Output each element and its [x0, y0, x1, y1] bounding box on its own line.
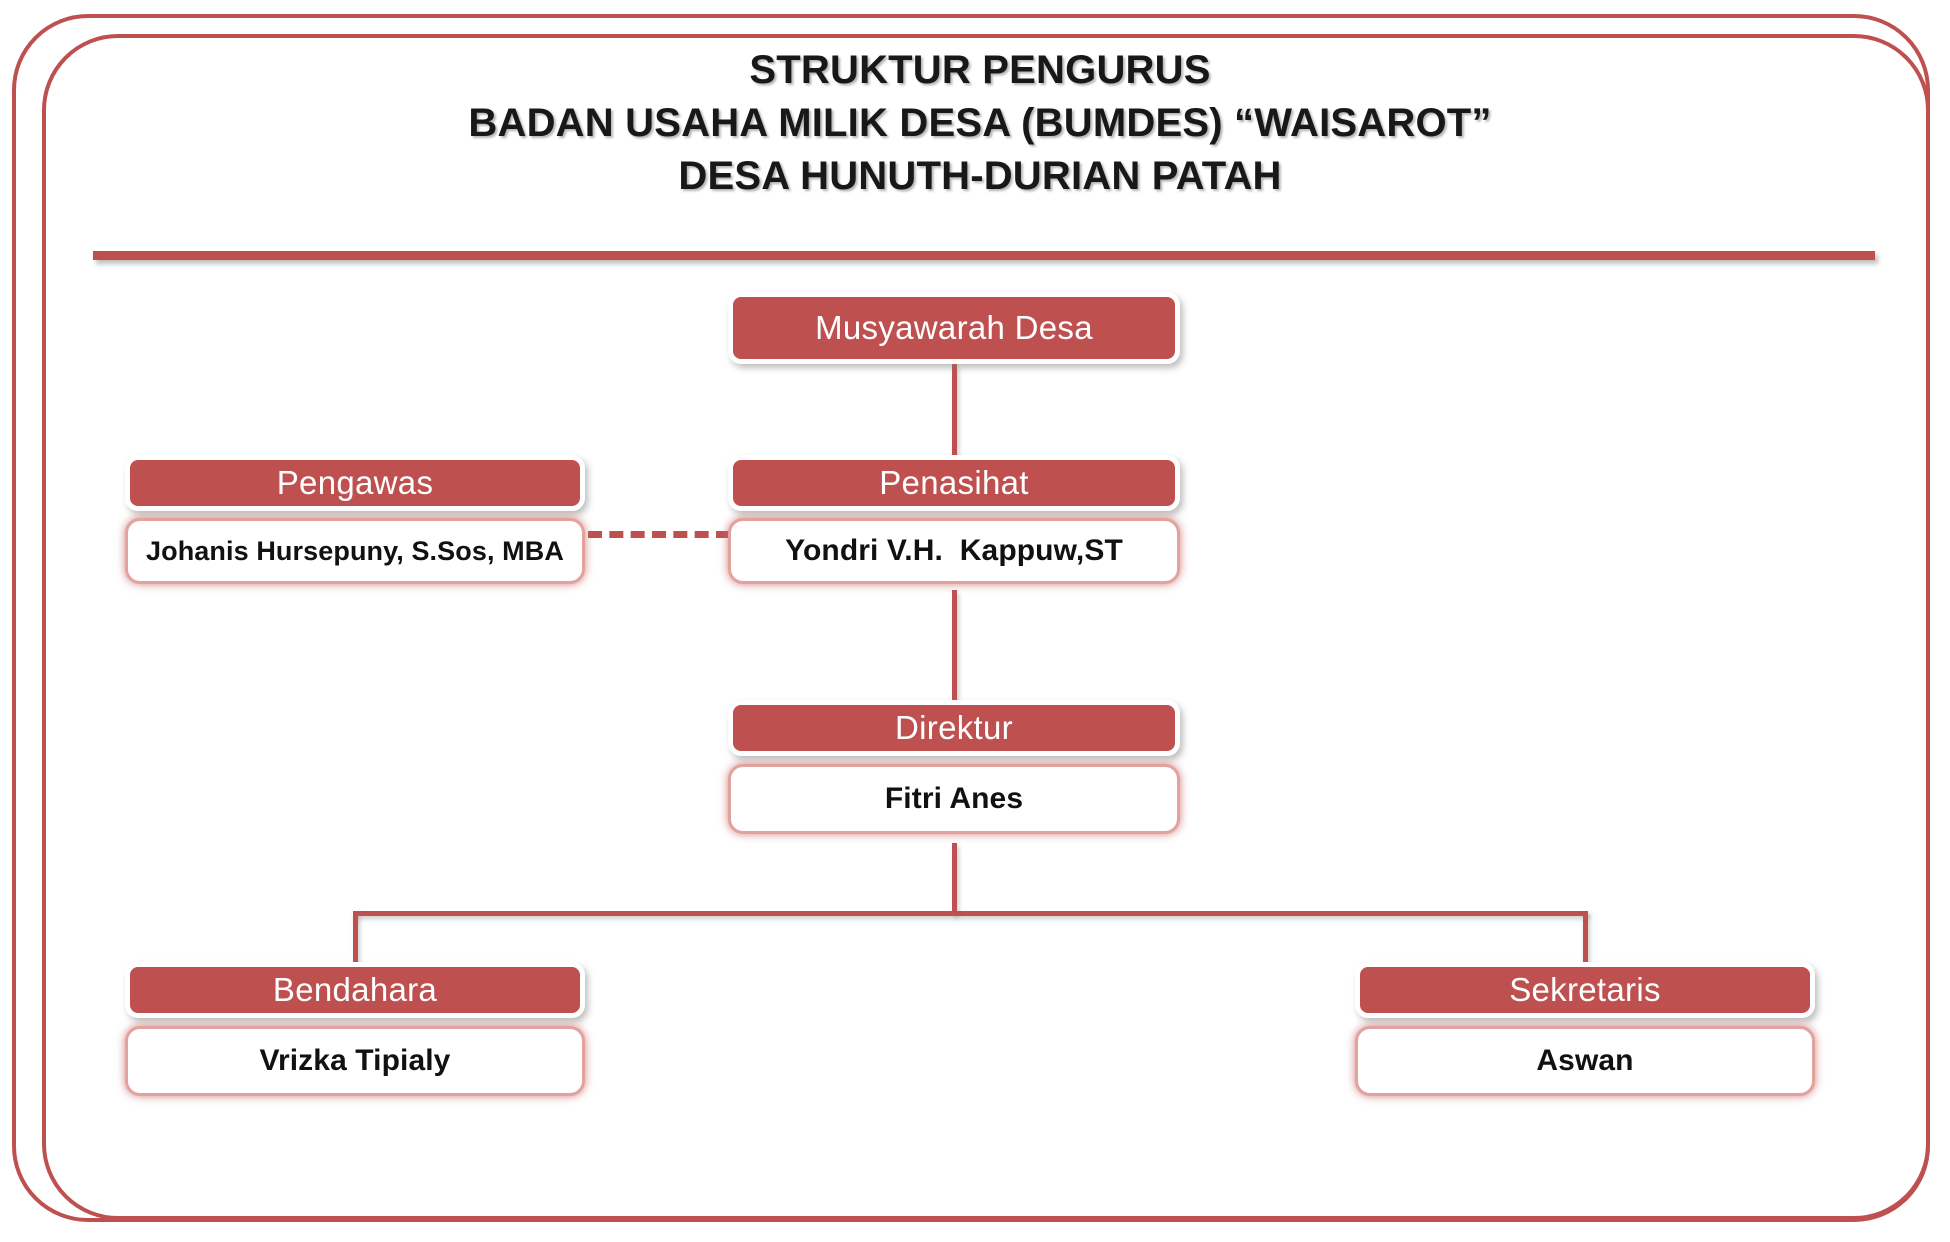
node-bendahara-role: Bendahara	[125, 962, 585, 1018]
connector-penasihat-to-direktur	[952, 590, 957, 706]
node-penasihat-person-text: Yondri V.H. Kappuw,ST	[785, 534, 1123, 567]
node-pengawas-person-text: Johanis Hursepuny, S.Sos, MBA	[146, 535, 564, 566]
node-musyawarah-desa[interactable]: Musyawarah Desa	[728, 292, 1180, 364]
node-sekretaris-person: Aswan	[1355, 1026, 1815, 1096]
connector-direktur-stem	[952, 843, 957, 915]
node-pengawas-person: Johanis Hursepuny, S.Sos, MBA	[125, 518, 585, 584]
chart-title: STRUKTUR PENGURUS BADAN USAHA MILIK DESA…	[90, 44, 1870, 204]
node-direktur[interactable]: Direktur Fitri Anes	[728, 700, 1180, 834]
title-line-2: BADAN USAHA MILIK DESA (BUMDES) “WAISARO…	[468, 101, 1492, 146]
node-bendahara-person-text: Vrizka Tipialy	[259, 1044, 451, 1077]
node-sekretaris-person-text: Aswan	[1536, 1044, 1634, 1077]
node-direktur-person: Fitri Anes	[728, 764, 1180, 834]
node-direktur-role: Direktur	[728, 700, 1180, 756]
node-pengawas-role: Pengawas	[125, 455, 585, 511]
connector-musyawarah-to-penasihat	[952, 364, 957, 460]
connector-bus-to-sekretaris	[1583, 911, 1588, 969]
node-direktur-person-text: Fitri Anes	[884, 782, 1024, 815]
node-penasihat-person: Yondri V.H. Kappuw,ST	[728, 518, 1180, 584]
node-musyawarah-desa-role: Musyawarah Desa	[728, 292, 1180, 364]
connector-direktur-bus	[353, 911, 1588, 916]
title-line-3: DESA HUNUTH-DURIAN PATAH	[678, 154, 1282, 199]
node-penasihat-role: Penasihat	[728, 455, 1180, 511]
title-line-1: STRUKTUR PENGURUS	[749, 48, 1211, 92]
title-divider-rule	[93, 251, 1875, 260]
node-sekretaris[interactable]: Sekretaris Aswan	[1355, 962, 1815, 1096]
connector-penasihat-to-pengawas-dashed	[588, 531, 730, 538]
node-pengawas[interactable]: Pengawas Johanis Hursepuny, S.Sos, MBA	[125, 455, 585, 584]
node-penasihat[interactable]: Penasihat Yondri V.H. Kappuw,ST	[728, 455, 1180, 584]
node-sekretaris-role: Sekretaris	[1355, 962, 1815, 1018]
node-bendahara-person: Vrizka Tipialy	[125, 1026, 585, 1096]
connector-bus-to-bendahara	[353, 911, 358, 969]
node-bendahara[interactable]: Bendahara Vrizka Tipialy	[125, 962, 585, 1096]
